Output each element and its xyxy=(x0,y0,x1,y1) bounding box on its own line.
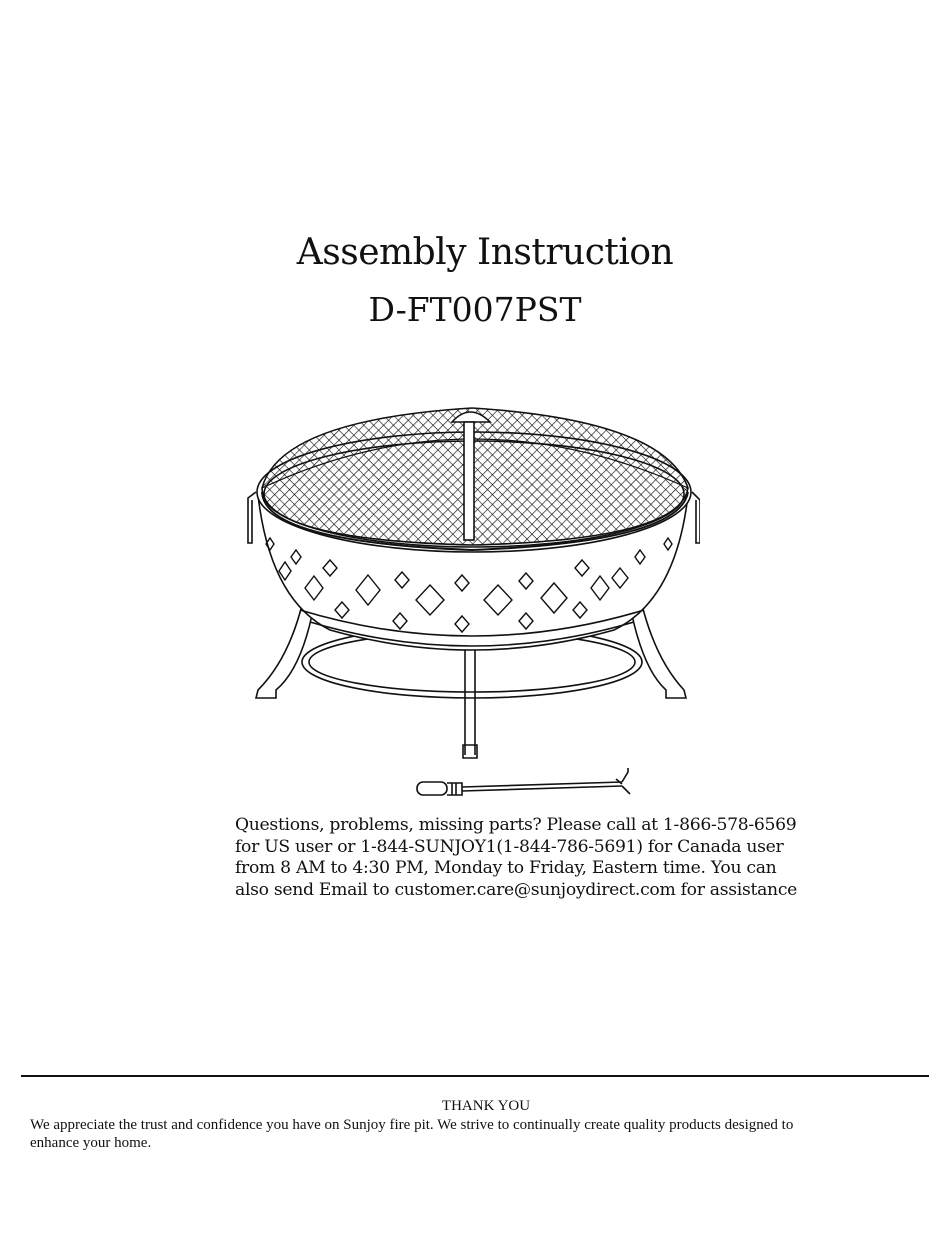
divider xyxy=(21,1075,929,1077)
customer-support-info: Questions, problems, missing parts? Plea… xyxy=(235,815,797,901)
contact-line: Questions, problems, missing parts? Plea… xyxy=(235,815,797,835)
center-leg xyxy=(462,650,478,759)
thank-you-heading: THANK YOU xyxy=(441,1098,531,1114)
appreciation-line: We appreciate the trust and confidence y… xyxy=(30,1117,794,1133)
contact-line: also send Email to customer.care@sunjoyd… xyxy=(235,879,798,900)
diamond-cutouts xyxy=(265,536,673,634)
right-leg xyxy=(631,604,688,699)
contact-line: for US user or 1-844-SUNJOY1(1-844-786-5… xyxy=(235,836,784,857)
page-title: Assembly Instruction xyxy=(296,232,674,273)
screen-handle xyxy=(450,411,492,423)
left-handle xyxy=(247,491,257,544)
right-handle xyxy=(691,491,700,544)
appreciation-line: enhance your home. xyxy=(30,1135,152,1151)
left-leg xyxy=(254,604,313,699)
appreciation-text: We appreciate the trust and confidence y… xyxy=(30,1116,930,1152)
poker-tool xyxy=(416,768,631,796)
model-number: D-FT007PST xyxy=(368,290,582,329)
fire-pit-illustration xyxy=(247,407,700,796)
contact-line: from 8 AM to 4:30 PM, Monday to Friday, … xyxy=(235,858,777,878)
mesh-screen xyxy=(261,407,689,546)
